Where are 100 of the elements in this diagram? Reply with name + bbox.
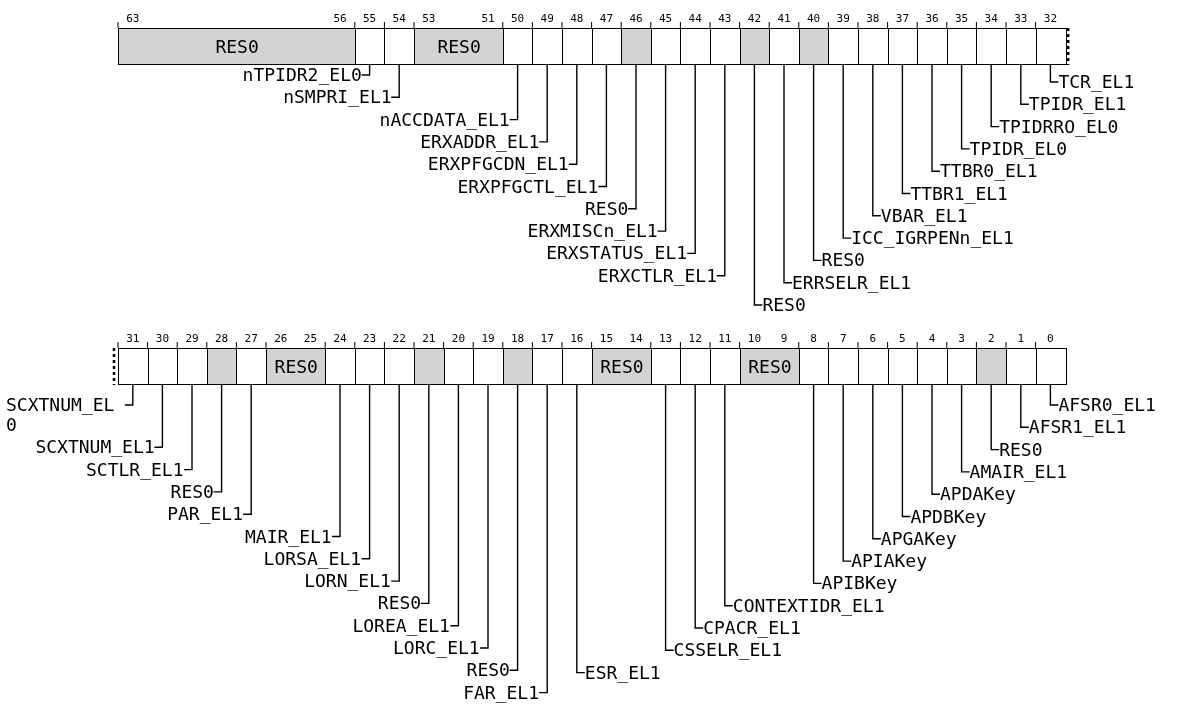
leader-line [842,64,852,239]
field-name: ERXPFGCTL_EL1 [457,176,599,197]
bit-number: 54 [392,13,406,25]
field-name: LOREA_EL1 [352,615,450,636]
bit-number: 10 [747,333,761,345]
register-field [384,348,416,385]
bit-number: 50 [510,13,525,25]
leader-line [242,384,252,515]
field-name: ERXCTLR_EL1 [597,265,717,286]
leader-line [212,384,223,493]
leader-line [990,384,1000,451]
leader-line [538,64,548,143]
leader-line [360,384,371,560]
bit-number: 23 [362,333,377,345]
bit-number: 16 [570,333,584,345]
leader-line [153,384,164,448]
bit-number: 5 [899,333,906,345]
bit-number: 28 [214,333,229,345]
bit-number: 24 [333,333,347,345]
bit-number: 2 [987,333,995,345]
field-name: RES0 [585,198,629,219]
register-field [828,348,860,385]
bit-number: 0 [1047,333,1054,345]
leader-line [694,384,704,629]
register-field [1035,28,1067,65]
register-field [414,348,445,385]
field-name: APDAKey [940,484,1016,505]
field-name: AFSR0_EL1 [1058,395,1156,415]
leader-line [360,64,371,76]
register-field [828,28,860,65]
leader-line [390,64,400,98]
field-name: LORSA_EL1 [263,548,362,569]
field-name: AFSR1_EL1 [1028,417,1127,438]
field-name: RES0 [762,295,806,315]
register-field [680,348,712,385]
bit-number: 39 [836,13,850,25]
field-name: ICC_IGRPENn_EL1 [851,228,1014,249]
bit-number: 13 [658,333,673,345]
leader-line [783,64,793,284]
register-field [532,28,564,65]
bit-number: 21 [422,333,436,345]
leader-line [716,64,726,277]
bit-number: 43 [718,13,732,25]
field-name: ERXSTATUS_EL1 [546,243,688,264]
bit-number: 12 [688,333,702,345]
register-field [710,348,741,385]
leader-line [124,384,134,406]
register-field: RES0 [118,28,357,65]
field-name: nTPIDR2_EL0 [242,65,362,85]
bit-number: 19 [481,333,495,345]
bit-number: 40 [806,13,821,25]
leader-line [627,64,637,210]
bit-number: 3 [958,333,965,345]
register-field [680,28,712,65]
field-name: TTBR0_EL1 [940,161,1038,182]
leader-line [568,64,578,165]
field-name: ESR_EL1 [584,662,661,683]
leader-line [597,64,608,188]
field-name: VBAR_EL1 [880,205,968,226]
register-field [976,348,1008,385]
register-field [562,28,593,65]
register-field: RES0 [266,348,327,385]
bit-number: 1 [1017,333,1025,345]
field-name: SCXTNUM_EL1 [35,437,155,458]
leader-line [931,384,941,495]
leader-line [990,64,1000,128]
leader-line [576,384,586,674]
field-name: CONTEXTIDR_EL1 [732,595,885,616]
register-field [1006,348,1037,385]
field-name: AMAIR_EL1 [969,461,1068,482]
leader-line [812,64,823,262]
field-name: LORC_EL1 [393,638,480,658]
leader-line [420,384,430,605]
leader-line [1020,64,1030,105]
field-name: RES0 [170,481,214,502]
bit-number: 36 [925,13,939,25]
bit-number: 26 [274,333,288,345]
register-field [1006,28,1037,65]
leader-line [664,384,675,651]
register-field [384,28,416,65]
bit-number: 30 [155,333,169,345]
register-field [769,28,801,65]
register-field [236,348,268,385]
field-name: SCXTNUM_EL0 [6,395,121,435]
bit-number: 9 [780,333,788,345]
field-name: TPIDR_EL0 [969,138,1068,159]
field-name: PAR_EL1 [167,504,244,525]
register-field [917,348,949,385]
field-name: ERXADDR_EL1 [420,131,540,152]
leader-line [753,64,764,306]
bit-number: 14 [629,333,643,345]
register-field [325,348,357,385]
bit-number: 49 [540,13,554,25]
leader-line [479,384,489,649]
leader-line [872,64,882,217]
bit-number: 22 [392,333,406,345]
leader-line [331,384,341,538]
leader-line [183,384,193,471]
bit-number: 53 [422,13,436,25]
register-field [473,348,505,385]
